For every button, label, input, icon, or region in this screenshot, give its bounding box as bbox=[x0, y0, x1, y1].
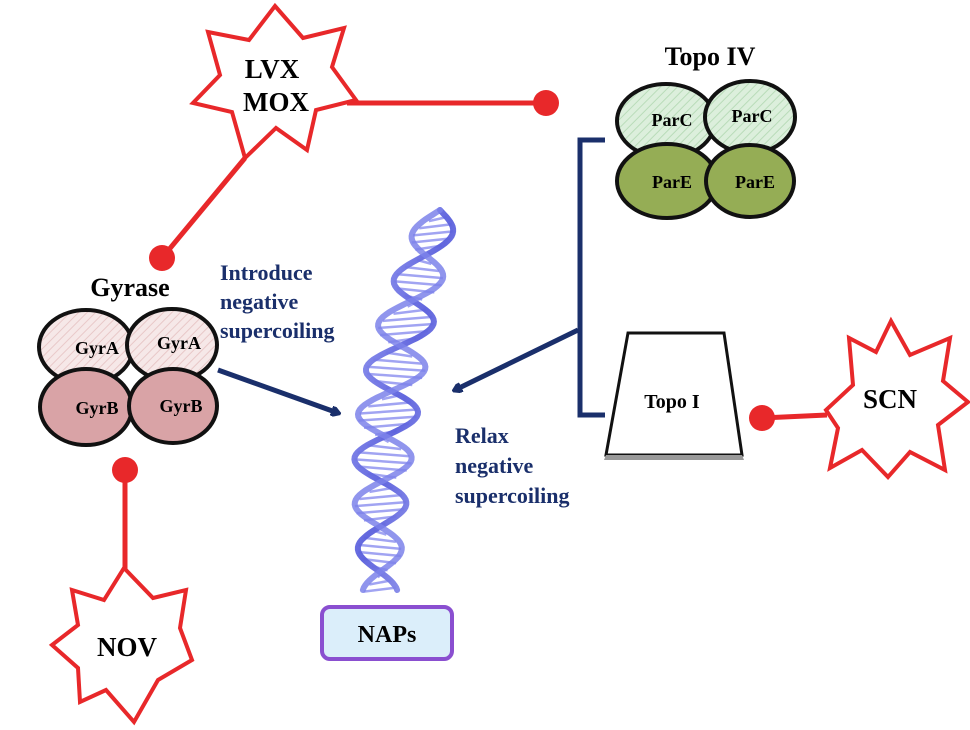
bracket-line bbox=[577, 137, 605, 418]
introduce-supercoiling-arrow bbox=[217, 367, 338, 413]
dna-base-pair bbox=[356, 508, 405, 515]
lvx-to-gyrase-line bbox=[160, 156, 247, 260]
scn-label: SCN bbox=[863, 384, 918, 414]
introduce-text-line2: negative bbox=[220, 289, 298, 314]
introduce-annotation: Introduce negative supercoiling bbox=[220, 260, 335, 343]
relax-text-line2: negative bbox=[455, 453, 533, 478]
gyra-label-right: GyrA bbox=[157, 333, 201, 353]
dna-base-pair bbox=[359, 408, 418, 415]
dna-base-pair bbox=[419, 223, 452, 230]
relax-text-line1: Relax bbox=[455, 423, 509, 448]
dna-base-pair bbox=[412, 230, 454, 237]
dna-base-pair bbox=[359, 493, 403, 501]
lvx-mox-drug-star: LVX MOX bbox=[189, 2, 360, 162]
dna-base-pair bbox=[367, 443, 402, 451]
pare-subunit-right bbox=[704, 143, 796, 219]
introduce-text-line1: Introduce bbox=[220, 260, 313, 285]
nov-drug-star: NOV bbox=[48, 564, 195, 726]
pare-label-left: ParE bbox=[652, 172, 692, 192]
dna-base-pair bbox=[393, 308, 426, 315]
inhibition-lines bbox=[112, 90, 828, 570]
dna-base-pair bbox=[354, 458, 412, 465]
topo-bracket bbox=[577, 137, 605, 418]
gyrase-complex: Gyrase GyrA GyrA GyrB GyrB bbox=[37, 273, 219, 447]
gyrb-subunit-right bbox=[127, 367, 219, 445]
dna-base-pair bbox=[378, 322, 434, 330]
parc-label-right: ParC bbox=[732, 106, 773, 126]
topo-i-shadow bbox=[604, 455, 744, 460]
dna-base-pair bbox=[404, 265, 440, 273]
nov-gyrase-inhibition-dot bbox=[112, 457, 138, 483]
topo-iv-title: Topo IV bbox=[665, 42, 756, 71]
scn-star-shape bbox=[823, 316, 970, 480]
lvx-topo-iv-inhibition-dot bbox=[533, 90, 559, 116]
dna-base-pair bbox=[366, 365, 426, 372]
topo-iv-complex: Topo IV ParC ParC ParE ParE bbox=[615, 42, 797, 220]
gyrb-label-right: GyrB bbox=[160, 396, 203, 416]
dna-base-pair bbox=[354, 500, 407, 508]
relax-annotation: Relax negative supercoiling bbox=[455, 423, 570, 508]
parc-label-left: ParC bbox=[652, 110, 693, 130]
dna-base-pair bbox=[411, 237, 451, 244]
dna-helix-illustration bbox=[351, 207, 457, 593]
naps-box-shape bbox=[320, 605, 454, 661]
dna-base-pair bbox=[380, 329, 428, 337]
arrows bbox=[217, 327, 580, 413]
topo-i-label: Topo I bbox=[644, 391, 700, 413]
nov-star-shape bbox=[48, 564, 195, 726]
mox-label: MOX bbox=[243, 87, 309, 117]
pare-label-right: ParE bbox=[735, 172, 775, 192]
dna-base-pair bbox=[393, 280, 442, 287]
scn-topo-i-inhibition-dot bbox=[749, 405, 775, 431]
relax-text-line3: supercoiling bbox=[455, 483, 570, 508]
relax-supercoiling-arrow bbox=[455, 327, 580, 390]
dna-base-pair bbox=[363, 536, 397, 543]
lvx-label: LVX bbox=[245, 54, 300, 84]
dna-base-pair bbox=[373, 358, 422, 365]
nov-label: NOV bbox=[97, 632, 158, 662]
naps-box: NAPs bbox=[320, 605, 454, 661]
dna-base-pair bbox=[396, 272, 444, 280]
lvx-mox-star-shape bbox=[189, 2, 360, 162]
naps-label: NAPs bbox=[358, 622, 417, 648]
gyra-label-left: GyrA bbox=[75, 338, 119, 358]
gyrb-label-left: GyrB bbox=[76, 398, 119, 418]
dna-base-pair bbox=[363, 586, 397, 593]
dna-base-pair bbox=[358, 550, 402, 558]
dna-base-pair bbox=[357, 451, 410, 458]
dna-base-pair bbox=[382, 315, 433, 323]
gyrase-title: Gyrase bbox=[90, 273, 169, 302]
dna-backbone-strand-b bbox=[351, 207, 447, 593]
lvx-gyrase-inhibition-dot bbox=[149, 245, 175, 271]
introduce-text-line3: supercoiling bbox=[220, 318, 335, 343]
dna-base-pair bbox=[368, 401, 412, 408]
dna-base-pair bbox=[358, 543, 402, 551]
topo-i-enzyme: Topo I bbox=[604, 331, 744, 460]
dna-base-pair bbox=[358, 415, 417, 422]
scn-drug-star: SCN bbox=[823, 316, 970, 480]
